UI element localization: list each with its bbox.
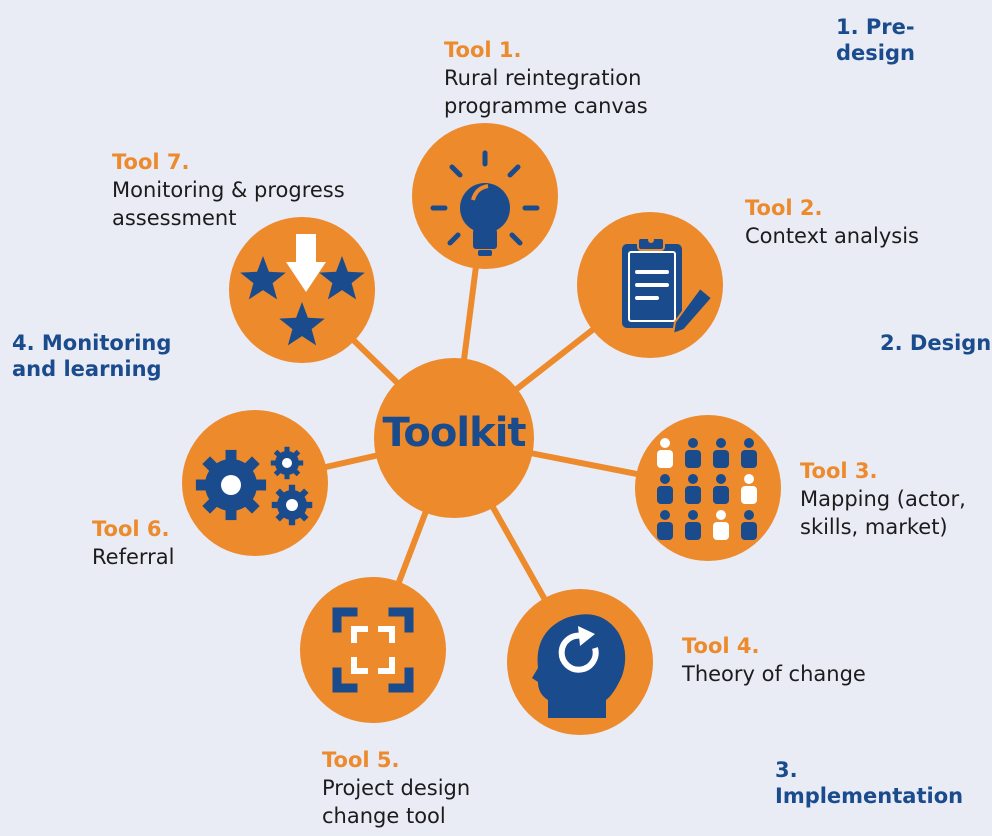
tool-3-node[interactable] <box>635 415 781 561</box>
tool-1-label: Tool 1. Rural reintegration programme ca… <box>444 36 704 120</box>
tool-7-label: Tool 7. Monitoring & progress assessment <box>112 148 382 232</box>
tool-6-node[interactable] <box>182 410 328 556</box>
tool-3-name: Tool 3. <box>800 459 878 483</box>
tool-6-label: Tool 6. Referral <box>92 515 212 571</box>
tool-1-desc: Rural reintegration programme canvas <box>444 66 648 118</box>
tool-1-name: Tool 1. <box>444 38 522 62</box>
tool-1-node[interactable] <box>412 123 558 269</box>
tool-4-node[interactable] <box>507 589 653 735</box>
tool-2-node[interactable] <box>577 212 723 358</box>
toolkit-hub-label: Toolkit <box>382 410 526 456</box>
lightbulb-icon <box>430 150 540 256</box>
tool-6-name: Tool 6. <box>92 517 170 541</box>
gears-icon <box>195 446 313 526</box>
clipboard-pencil-icon <box>622 237 714 336</box>
stars-arrow-icon <box>240 234 365 346</box>
tool-7-node[interactable] <box>229 217 375 363</box>
tool-2-label: Tool 2. Context analysis <box>745 194 975 250</box>
tool-2-name: Tool 2. <box>745 196 823 220</box>
people-grid-icon <box>657 438 757 540</box>
tool-5-desc: Project design change tool <box>322 776 471 828</box>
phase-pre-design: 1. Pre-design <box>836 15 915 65</box>
tool-4-name: Tool 4. <box>682 634 760 658</box>
frame-corners-icon <box>332 607 414 693</box>
phase-design: 2. Design <box>880 331 992 355</box>
tool-3-label: Tool 3. Mapping (actor, skills, market) <box>800 457 990 541</box>
tool-2-desc: Context analysis <box>745 224 919 248</box>
toolkit-hub-circle <box>374 358 534 518</box>
tool-4-desc: Theory of change <box>682 662 866 686</box>
tool-7-name: Tool 7. <box>112 150 190 174</box>
phase-implementation: 3. Implementation <box>775 758 964 808</box>
tool-4-label: Tool 4. Theory of change <box>682 632 902 688</box>
tool-5-name: Tool 5. <box>322 748 400 772</box>
tool-5-label: Tool 5. Project design change tool <box>322 746 502 830</box>
tool-5-node[interactable] <box>300 577 446 723</box>
tool-6-desc: Referral <box>92 545 175 569</box>
tool-7-desc: Monitoring & progress assessment <box>112 178 345 230</box>
phase-monitoring-learning: 4. Monitoring and learning <box>12 331 172 381</box>
tool-3-desc: Mapping (actor, skills, market) <box>800 487 966 539</box>
head-cycle-icon <box>532 614 626 718</box>
